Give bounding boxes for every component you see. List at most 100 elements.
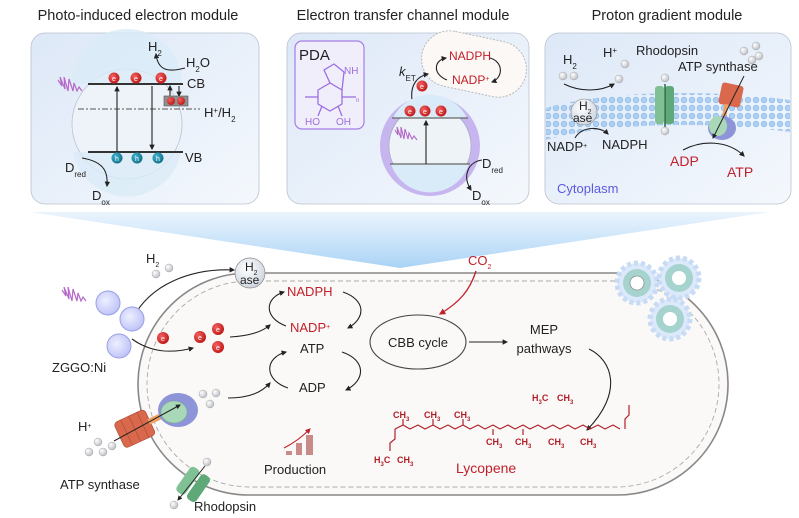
lycopene-label: Lycopene: [456, 460, 516, 476]
lycopene-ch3: CH3: [515, 437, 532, 450]
panel-title: Electron transfer channel module: [297, 8, 510, 24]
electron: [435, 105, 447, 117]
production-icon: [283, 428, 313, 455]
cell-electrons: e e e e: [157, 323, 224, 353]
nadph-label: NADPH: [602, 137, 648, 152]
light-wave-icon: [61, 286, 87, 303]
electron-label: e: [420, 84, 424, 91]
focus-funnel: [30, 212, 770, 268]
lycopene-ch3: CH3: [548, 437, 565, 450]
donor-oxidation-arrow: [81, 157, 111, 188]
panel-photo-induced-electron: Photo-induced electron module e e e: [30, 8, 260, 207]
proton-to-atp-arrow: [227, 382, 271, 399]
proton: [620, 59, 630, 69]
nadph-oxidation-arrow: [342, 291, 362, 329]
atp-synthase-protein: [708, 75, 745, 140]
h2o-label: H2O: [186, 55, 210, 74]
vb-holes: h h h: [111, 152, 164, 164]
hplus-label: H+: [603, 45, 617, 60]
adp-label: ADP: [670, 153, 699, 169]
vb-label: VB: [185, 150, 202, 165]
hplus-label: H+: [78, 419, 91, 434]
lycopene-ch3: CH3: [424, 410, 441, 423]
rhodopsin-label: Rhodopsin: [194, 499, 256, 514]
cell-inner-membrane: [146, 280, 720, 488]
proton-cluster: [739, 41, 764, 65]
electron-label: e: [439, 109, 443, 116]
trap-electrons: [167, 97, 185, 105]
hole: [131, 152, 143, 164]
hole: [152, 152, 164, 164]
pda-n-label: n: [356, 98, 359, 104]
lycopene-h3c: H3C: [532, 393, 549, 406]
lycopene-ch3: CH3: [393, 410, 410, 423]
atp-consumption-arrow: [341, 351, 362, 391]
donor-oxidation-arrow: [466, 159, 483, 191]
svg-text:e: e: [216, 327, 220, 334]
light-wave-icon: [394, 126, 418, 141]
electron-label: e: [408, 109, 412, 116]
cytoplasm-label: Cytoplasm: [557, 181, 618, 196]
lycopene-structure: [389, 405, 630, 451]
h2-label: H2: [563, 52, 577, 71]
nadph-label: NADPH: [287, 284, 333, 299]
dox-label: Dox: [92, 188, 110, 207]
lycopene-ch3: CH3: [486, 437, 503, 450]
panel-title: Proton gradient module: [592, 8, 743, 24]
h2-label: H2: [146, 251, 159, 269]
electron-label: e: [134, 76, 138, 83]
pda-structure-box: [294, 40, 365, 130]
vb-region: [391, 164, 469, 193]
cb-electrons: e e e: [108, 72, 167, 84]
svg-text:e: e: [161, 336, 165, 343]
hydrogenase-label: H2: [579, 99, 592, 116]
h2-molecule: [151, 263, 174, 279]
nadph-label: NADPH: [449, 49, 491, 63]
water-reduction-arrow: [153, 52, 186, 71]
redox-label: H+/H2: [204, 105, 236, 124]
hole-label: h: [135, 156, 139, 163]
cbb-cycle: [369, 314, 467, 370]
atp-synthesis-arrow: [682, 142, 745, 157]
atp-synthase-label: ATP synthase: [60, 477, 140, 492]
dox-label: Dox: [472, 188, 490, 207]
co2-fixation-arrow: [438, 270, 477, 315]
nadp-label: NADP+: [547, 139, 587, 154]
nadp-label: NADP+: [290, 320, 330, 335]
atp-synthase-label: ATP synthase: [678, 59, 758, 74]
lycopene-ch3: CH3: [580, 437, 597, 450]
electron-label: e: [159, 76, 163, 83]
zggo-particles: [95, 290, 145, 359]
rhodopsin-protein: [169, 457, 212, 510]
electron-release-arrow: [131, 338, 195, 352]
adp-label: ADP: [299, 380, 326, 395]
cell-outer-membrane: [137, 272, 729, 496]
svg-text:e: e: [198, 335, 202, 342]
electron: [404, 105, 416, 117]
h2-to-hydrogenase-arrow: [132, 267, 236, 319]
proton-cluster: [84, 437, 117, 457]
hole-label: h: [115, 156, 119, 163]
mep-label-line2: pathways: [517, 341, 572, 356]
cbb-label: CBB cycle: [388, 335, 448, 350]
electron: [108, 72, 120, 84]
electron: [419, 105, 431, 117]
light-wave-icon: [57, 76, 83, 93]
nadp-reduction-arrow: [435, 56, 448, 81]
hydrogenase-label: ase: [573, 111, 593, 125]
pda-ho-label: HO: [305, 117, 320, 128]
transferred-electron: [416, 80, 428, 92]
hydrogenase: [234, 257, 266, 289]
panel-proton-gradient: Proton gradient module H2 H+ H2 ase NADP…: [544, 8, 792, 205]
mep-to-lycopene-arrow: [586, 348, 612, 431]
h2-label: H2: [148, 39, 162, 58]
nadph-consumption-arrow: [489, 57, 501, 84]
electron-to-nadp-arrow: [229, 324, 271, 338]
hydrogenase: [570, 98, 598, 126]
hydrogenase-label: ase: [240, 273, 260, 287]
cb-label: CB: [187, 76, 205, 91]
pda-molecule: [305, 63, 356, 117]
panel-electron-transfer-channel: Electron transfer channel module PDA NH …: [286, 8, 530, 207]
panel-title: Photo-induced electron module: [38, 8, 239, 24]
